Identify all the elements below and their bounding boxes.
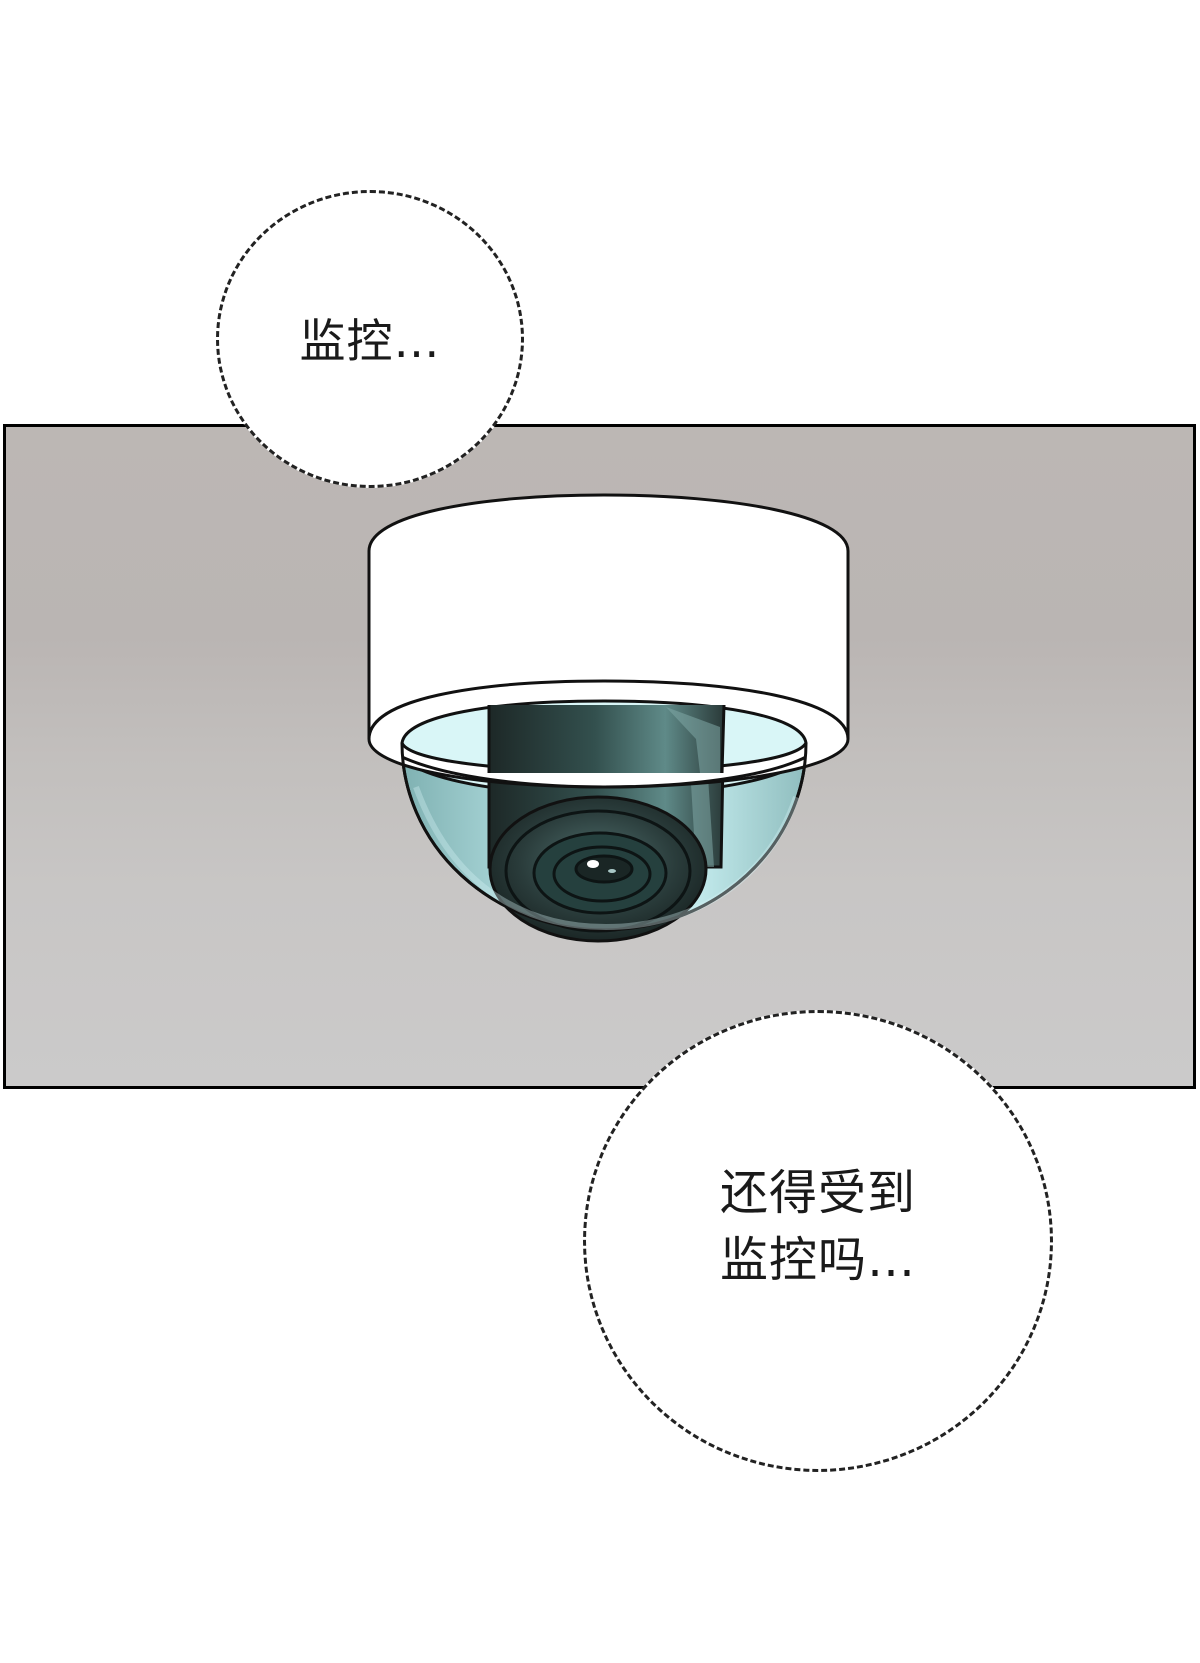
- speech-bubble: 监控…: [216, 190, 524, 488]
- security-camera-icon: [367, 493, 850, 943]
- comic-panel: [3, 424, 1196, 1089]
- speech-bubble: 还得受到 监控吗…: [583, 1010, 1053, 1472]
- bubble-text: 监控…: [299, 314, 441, 369]
- bubble-text: 还得受到 监控吗…: [719, 1164, 916, 1288]
